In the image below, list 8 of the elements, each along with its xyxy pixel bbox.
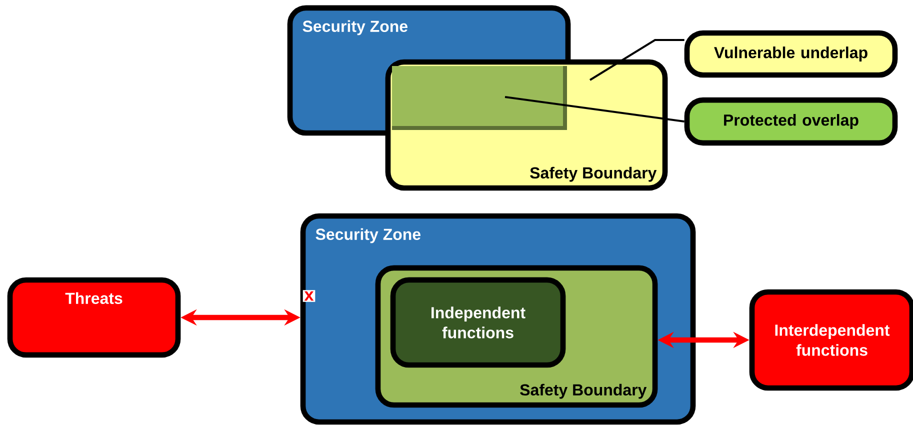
overlap-region [392, 66, 567, 130]
cross-mark: x [302, 290, 316, 302]
callout-box: Protected overlap [684, 97, 898, 146]
callout-box: Vulnerable underlap [684, 30, 898, 78]
threat-box: Threats [7, 277, 181, 358]
function-box: Independent functions [390, 277, 566, 368]
leader-line [589, 38, 684, 81]
function-box: Interdependent functions [749, 289, 913, 391]
